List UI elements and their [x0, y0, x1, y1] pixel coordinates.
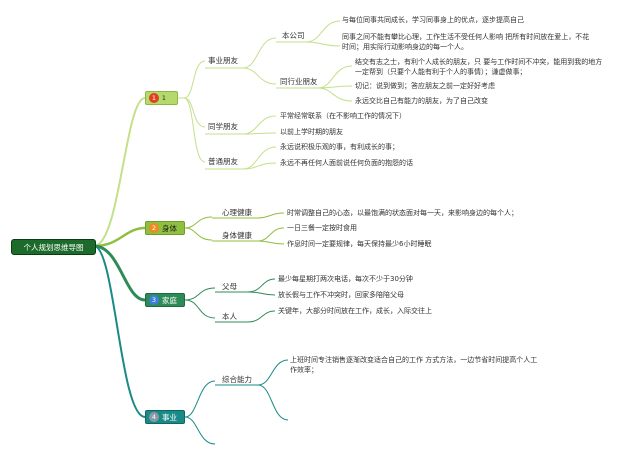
subtopic-industry-friends[interactable]: 同行业朋友 [280, 77, 318, 86]
leaf-text: 以前上学时期的朋友 [280, 128, 343, 136]
leaf-text: 平常经常联系（在不影响工作的情况下） [280, 112, 406, 120]
branch-family-node[interactable]: 3 家庭 [145, 293, 185, 307]
leaf-text: 上班时间专注销售逐渐改变适合自己的工作 方式方法，一边节省时间提高个人工 [290, 356, 538, 364]
number-badge-icon: 3 [149, 295, 159, 305]
branch-label: 1 [162, 94, 166, 102]
leaf-text: 切记：说到做到；答应朋友之前一定好好考虑 [355, 82, 495, 90]
subtopic-overall-ability[interactable]: 综合能力 [222, 375, 252, 384]
subtopic-mental-health[interactable]: 心理健康 [222, 208, 252, 217]
leaf-text: 永远交比自己有能力的朋友，为了自己改变 [355, 97, 488, 105]
branch-career-node[interactable]: 4 事业 [145, 410, 185, 424]
leaf-text: 作效率； [290, 366, 318, 374]
leaf-text: 关键年，大部分时间放在工作，成长，入际交往上 [278, 307, 432, 315]
subtopic-physical-health[interactable]: 身体健康 [222, 231, 252, 240]
leaf-text: 时间；用实际行动影响身边的每一个人。 [342, 43, 468, 51]
leaf-text: 一定帮到（只要个人能有利于个人的事情）；谦虚做事； [355, 68, 527, 76]
leaf-text: 时常调整自己的心态，以最饱满的状态面对每一天，来影响身边的每个人； [287, 209, 518, 217]
subtopic-self[interactable]: 本人 [222, 312, 237, 321]
number-badge-icon: 4 [149, 412, 159, 422]
subtopic-parents[interactable]: 父母 [222, 282, 237, 291]
leaf-text: 放长假与工作不冲突时，回家多陪陪父母 [278, 291, 404, 299]
leaf-text: 同事之间不能有攀比心理，工作生活不受任何人影响 把所有时间放在爱上，不花 [342, 33, 590, 41]
branch-label: 身体 [162, 223, 177, 233]
branch-1-node[interactable]: 1 1 [145, 91, 178, 105]
root-node[interactable]: 个人规划思维导图 [11, 239, 96, 255]
leaf-text: 与每位同事共同成长，学习同事身上的优点，逐步提高自己 [342, 16, 524, 24]
leaf-text: 永远说积极乐观的事，有利成长的事； [280, 143, 399, 151]
leaf-text: 永远不再任何人面前说任何负面的抱怨的话 [280, 159, 413, 167]
number-badge-icon: 2 [149, 223, 159, 233]
subtopic-company[interactable]: 本公司 [282, 31, 305, 40]
leaf-text: 一日三餐一定按时食用 [287, 224, 357, 232]
leaf-text: 作息时间一定要规律，每天保持最少6小时睡眠 [287, 240, 432, 248]
number-badge-icon: 1 [149, 93, 159, 103]
subtopic-ordinary-friends[interactable]: 普通朋友 [208, 157, 238, 166]
branch-label: 家庭 [162, 295, 177, 305]
branch-label: 事业 [162, 412, 177, 422]
subtopic-classmates[interactable]: 同学朋友 [208, 122, 238, 131]
leaf-text: 最少每星期打两次电话，每次不少于30分钟 [278, 275, 413, 283]
leaf-text: 结交有志之士，有利个人成长的朋友，只 要与工作时间不冲突，能用到我的地方 [355, 58, 603, 66]
branch-body-node[interactable]: 2 身体 [145, 221, 185, 235]
subtopic-career-friends[interactable]: 事业朋友 [208, 56, 238, 65]
